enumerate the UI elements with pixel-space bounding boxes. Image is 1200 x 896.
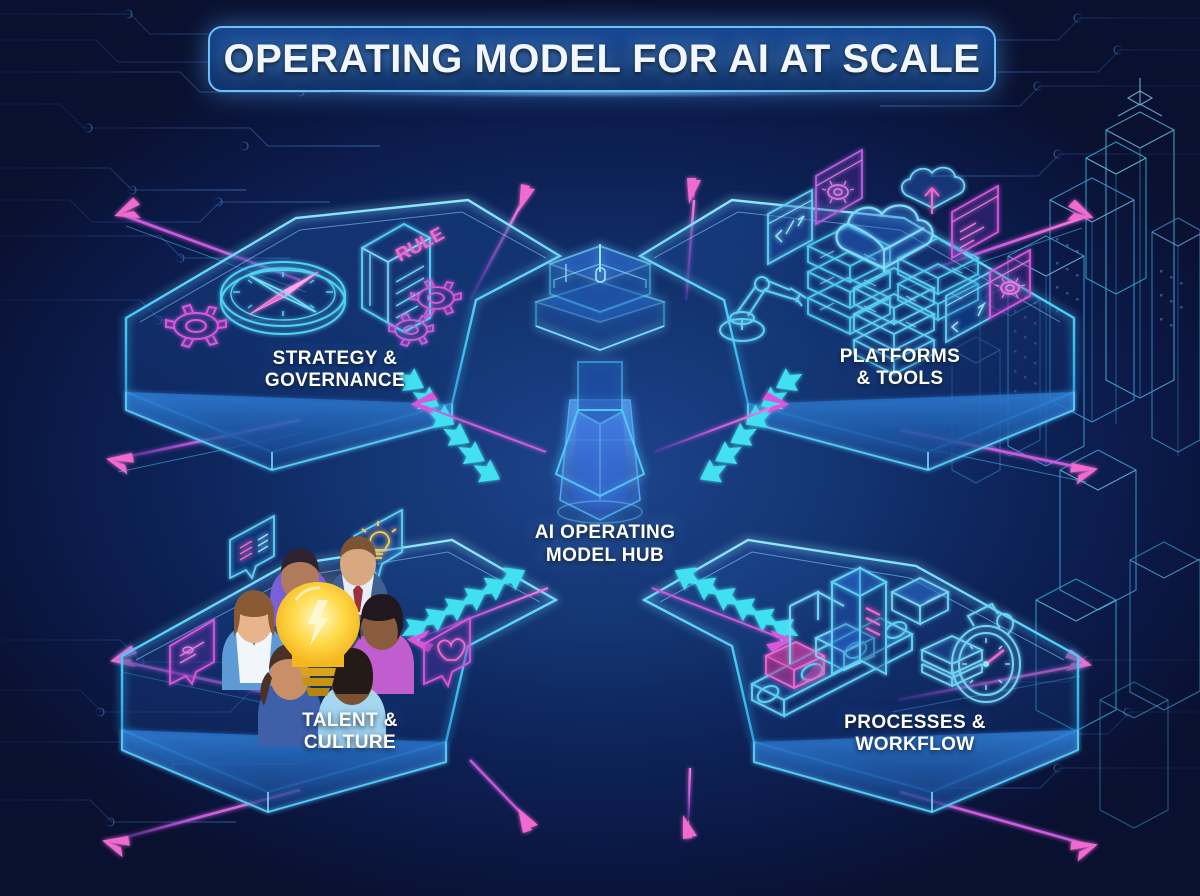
hub-label: AI OPERATING MODEL HUB bbox=[534, 522, 676, 566]
gear-icon-right-a bbox=[410, 278, 462, 318]
building-spire bbox=[1105, 78, 1175, 399]
book-bubble-icon bbox=[169, 618, 215, 686]
robot-arm-icon bbox=[719, 276, 807, 342]
person-mid-left bbox=[222, 590, 286, 690]
tower-shaft bbox=[577, 361, 623, 426]
code-window-icon-a bbox=[767, 188, 813, 266]
connector-processes-to-hub bbox=[651, 567, 799, 653]
quadrant-label-processes-workflow: PROCESSES & WORKFLOW bbox=[844, 712, 986, 755]
lightbulb-filament bbox=[308, 600, 328, 646]
gear-window-icon bbox=[815, 148, 863, 226]
heart-bubble-icon bbox=[423, 616, 471, 689]
lightbulb-icon bbox=[276, 582, 360, 696]
connector-talent-to-hub bbox=[401, 567, 549, 653]
quadrant-label-talent-culture: TALENT & CULTURE bbox=[302, 710, 398, 753]
cloud-icon bbox=[835, 204, 934, 272]
package-box-icon-pink bbox=[763, 641, 827, 690]
rulebook-icon bbox=[361, 222, 431, 334]
tower-base bbox=[554, 409, 646, 498]
compass-icon bbox=[220, 261, 346, 335]
connector-platforms-to-hub bbox=[653, 368, 803, 483]
platform-strategy-governance bbox=[124, 198, 563, 472]
quadrant-label-strategy-governance: STRATEGY & GOVERNANCE bbox=[264, 348, 406, 391]
chat-bubble-icon-list bbox=[229, 514, 275, 580]
stopwatch-icon bbox=[951, 602, 1021, 703]
connector-strategy-to-hub bbox=[397, 368, 547, 483]
machine-icon bbox=[789, 566, 889, 676]
compass-needle bbox=[249, 271, 319, 315]
title-banner: OPERATING MODEL FOR AI AT SCALE bbox=[208, 26, 996, 92]
terminal-window-icon bbox=[951, 184, 999, 260]
cloud-upload-icon bbox=[900, 166, 966, 214]
gear-window-icon-b bbox=[989, 248, 1031, 320]
tower-window bbox=[595, 267, 606, 283]
gear-icon-right-b bbox=[388, 312, 434, 348]
server-rack-icon-center bbox=[851, 266, 937, 376]
gear-icon-left bbox=[165, 303, 227, 349]
quadrant-label-platforms-tools: PLATFORMS & TOOLS bbox=[839, 346, 961, 389]
building-far-right bbox=[1151, 217, 1200, 456]
people-group-icon bbox=[222, 536, 414, 748]
package-box-icon-top bbox=[889, 576, 951, 626]
page-title: OPERATING MODEL FOR AI AT SCALE bbox=[223, 36, 981, 81]
person-front-right bbox=[318, 648, 386, 748]
building-cyan-block bbox=[1085, 141, 1147, 424]
platform-platforms-tools bbox=[637, 198, 1076, 472]
